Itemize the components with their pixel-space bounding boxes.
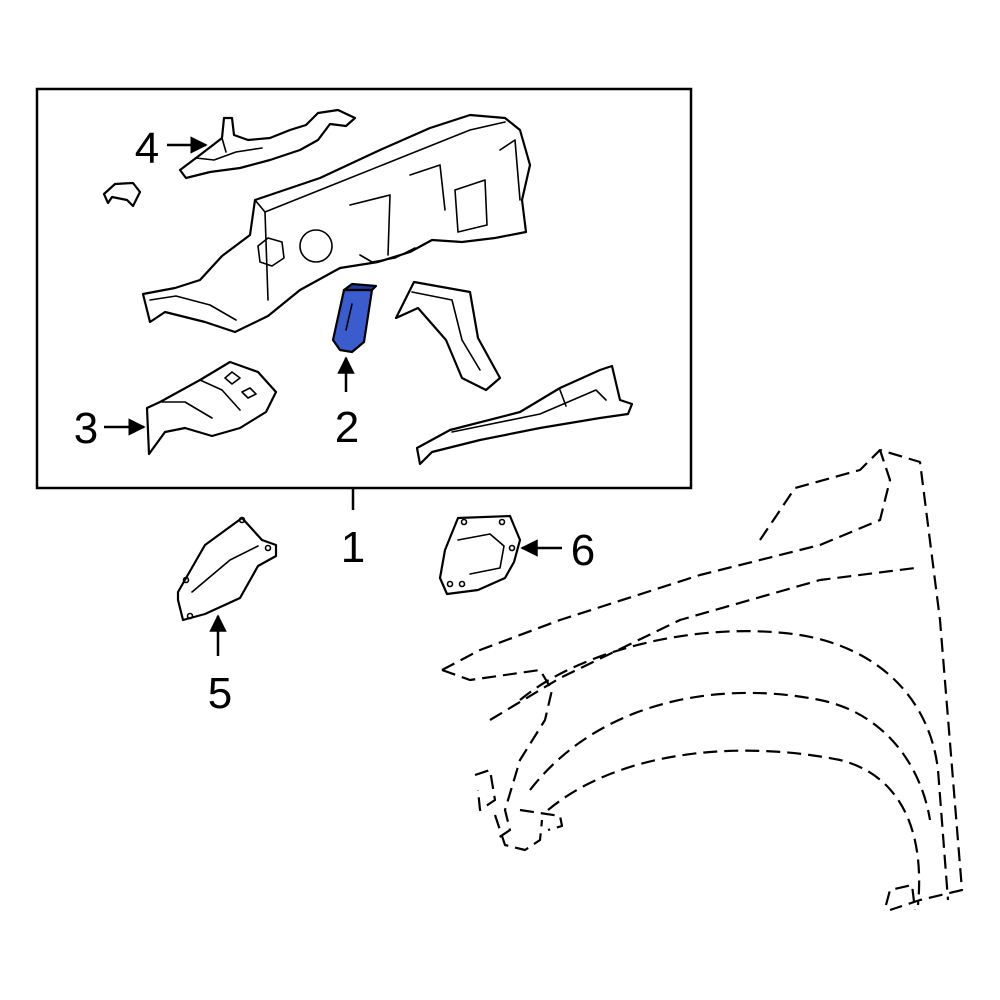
wheelhouse-reinforcement: [394, 280, 502, 392]
callout-2-label: 2: [335, 403, 359, 452]
part-2-highlighted: [331, 282, 378, 354]
part-2-front-face: [331, 288, 374, 354]
part-4-rail-bracket: [178, 108, 357, 180]
callout-3-label: 3: [74, 404, 98, 453]
assembly-frame: [35, 87, 693, 490]
fender-apron-main: [141, 113, 532, 334]
callout-6-label: 6: [571, 526, 595, 575]
part-6-bracket: [438, 514, 522, 596]
part-2-side-face: [342, 282, 378, 292]
lower-long-rail: [415, 364, 634, 466]
fender-outline: [441, 448, 964, 912]
callout-1-label: 1: [341, 523, 365, 572]
callout-4-label: 4: [135, 124, 159, 173]
part-5-bracket: [176, 516, 278, 622]
part-3-lower-bracket: [145, 360, 278, 456]
small-bracket: [102, 181, 142, 208]
callout-5-label: 5: [208, 669, 232, 718]
